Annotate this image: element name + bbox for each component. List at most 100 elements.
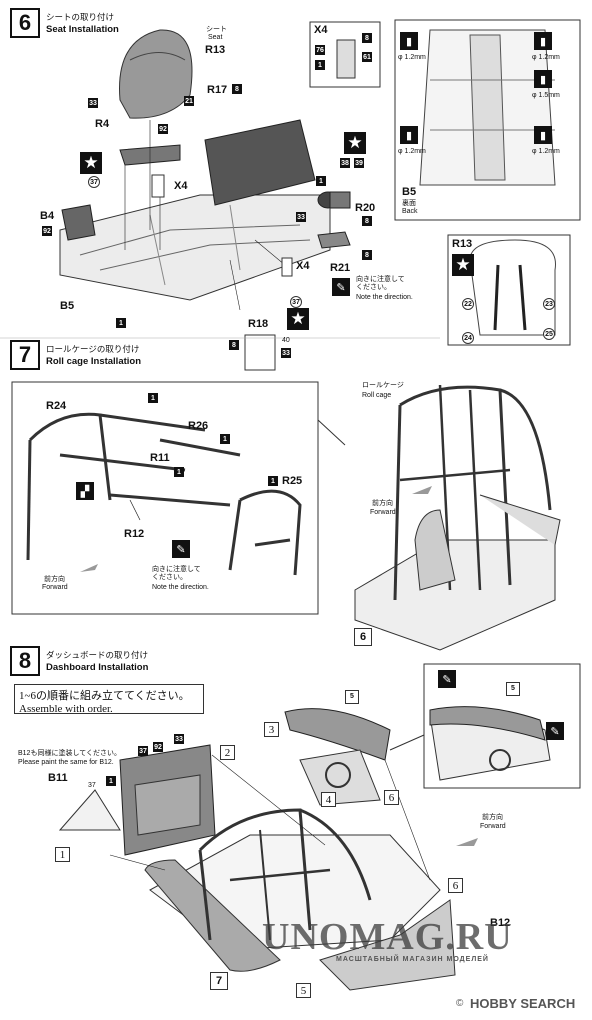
step6-part-r21: R21 — [330, 262, 351, 274]
star-icon: ★ — [287, 308, 309, 330]
ref-61: 61 — [362, 52, 372, 62]
ref-76: 76 — [315, 45, 325, 55]
step6-part-x4b: X4 — [296, 260, 310, 272]
step6-part-r13: R13 — [205, 44, 226, 56]
step6-seat-en: Seat — [208, 34, 223, 41]
ref-8b: 8 — [362, 216, 372, 226]
step8-b12-en: Please paint the same for B12. — [18, 759, 114, 766]
step8-step-ref: 7 — [210, 972, 228, 990]
step8-order-en: Assemble with order. — [19, 703, 113, 715]
ref-33b: 33 — [296, 212, 306, 222]
r13-box-label: R13 — [452, 238, 473, 250]
paint-brush-icon: ✎ — [172, 540, 190, 558]
step6-part-r20: R20 — [355, 202, 376, 214]
ref-8: 8 — [232, 84, 242, 94]
step8-inset-ref-5: 5 — [506, 682, 520, 696]
seq-1: 1 — [55, 847, 70, 862]
ref-39: 39 — [354, 158, 364, 168]
drill-size-3: φ 1.5mm — [532, 92, 560, 99]
drill-size-2: φ 1.2mm — [532, 54, 560, 61]
drill-icon: ▮ — [534, 126, 552, 144]
step6-part-r17: R17 — [207, 84, 228, 96]
ref-1c: 1 — [116, 318, 126, 328]
step7-part-r25: R25 — [282, 475, 303, 487]
drill-size-1: φ 1.2mm — [398, 54, 426, 61]
watermark-copyright: © — [456, 998, 464, 1009]
step6-seat-ja: シート — [206, 26, 227, 33]
watermark-search: HOBBY SEARCH — [470, 996, 576, 1011]
ref-37: 37 — [88, 176, 100, 188]
belt-ref-25: 25 — [543, 328, 555, 340]
step8-part-b12: B12 — [490, 917, 511, 929]
seq-6b: 6 — [448, 878, 463, 893]
b5-back-ja: 裏面 — [402, 200, 416, 207]
star-icon: ★ — [452, 254, 474, 276]
ref-8e: 8 — [362, 33, 372, 43]
drill-size-5: φ 1.2mm — [532, 148, 560, 155]
ref-38: 38 — [340, 158, 350, 168]
ref-8c: 8 — [362, 250, 372, 260]
step8-forward-ja: 前方向 — [482, 814, 503, 821]
step7-cage-en: Roll cage — [362, 392, 392, 399]
belt-ref-23: 23 — [543, 298, 555, 310]
ref-8d: 8 — [229, 340, 239, 350]
step8-title-en: Dashboard Installation — [46, 662, 149, 673]
step7-ref-1d: 1 — [268, 476, 278, 486]
ref-21: 21 — [184, 96, 194, 106]
step6-note-en: Note the direction. — [356, 294, 413, 301]
step6-title-ja: シートの取り付け — [46, 12, 115, 22]
x4-box-label: X4 — [314, 24, 328, 36]
b5-box-label: B5 — [402, 186, 417, 198]
drill-size-4: φ 1.2mm — [398, 148, 426, 155]
step8-ref-92: 92 — [153, 742, 163, 752]
step7-part-r26: R26 — [188, 420, 209, 432]
step6-part-r4: R4 — [95, 118, 110, 130]
step7-cage-ja: ロールケージ — [362, 382, 404, 389]
seq-6: 6 — [384, 790, 399, 805]
step7-forward-en: Forward — [42, 584, 68, 591]
step8-ref-33: 33 — [174, 734, 184, 744]
drill-icon: ▮ — [534, 32, 552, 50]
step8-b12-ja: B12も同様に塗装してください。 — [18, 750, 122, 757]
step6-part-x4: X4 — [174, 180, 188, 192]
watermark-brand: UNOMAG.RU — [262, 916, 513, 958]
step7-step-ref: 6 — [354, 628, 372, 646]
step6-note-ja: 向きに注意して ください。 — [356, 276, 405, 291]
step8-ref-37: 37 — [88, 782, 96, 789]
ref-1b: 1 — [315, 60, 325, 70]
ref-33c: 33 — [281, 348, 291, 358]
step7-forward2-en: Forward — [370, 509, 396, 516]
step8-forward-en: Forward — [480, 823, 506, 830]
step8-ref-37b: 37 — [138, 746, 148, 756]
seq-5: 5 — [296, 983, 311, 998]
seq-3: 3 — [264, 722, 279, 737]
paint-brush-icon: ✎ — [332, 278, 350, 296]
step8-order-ja: 1~6の順番に組み立ててください。 — [19, 690, 190, 702]
step6-part-r18: R18 — [248, 318, 269, 330]
step8-ref-1: 1 — [106, 776, 116, 786]
b5-back-en: Back — [402, 208, 418, 215]
step7-note-ja: 向きに注意して ください。 — [152, 566, 201, 581]
step7-part-r24: R24 — [46, 400, 67, 412]
seq-2: 2 — [220, 745, 235, 760]
step7-ref-1c: 1 — [174, 467, 184, 477]
step7-note-en: Note the direction. — [152, 584, 209, 591]
step-number-6: 6 — [10, 8, 40, 38]
seq-4: 4 — [321, 792, 336, 807]
step-number-8: 8 — [10, 646, 40, 676]
step6-part-b4: B4 — [40, 210, 55, 222]
watermark-tagline: МАСШТАБНЫЙ МАГАЗИН МОДЕЛЕЙ — [336, 956, 489, 963]
drill-icon: ▮ — [400, 126, 418, 144]
step6-part-b5: B5 — [60, 300, 75, 312]
ref-1: 1 — [316, 176, 326, 186]
step6-title-en: Seat Installation — [46, 24, 119, 35]
ref-33: 33 — [88, 98, 98, 108]
ref-40: 40 — [282, 337, 290, 344]
step8-order-note: 1~6の順番に組み立ててください。 Assemble with order. — [14, 684, 204, 715]
step8-ref-5: 5 — [345, 690, 359, 704]
step8-title-ja: ダッシュボードの取り付け — [46, 650, 149, 660]
ref-92b: 92 — [42, 226, 52, 236]
star-icon: ★ — [344, 132, 366, 154]
